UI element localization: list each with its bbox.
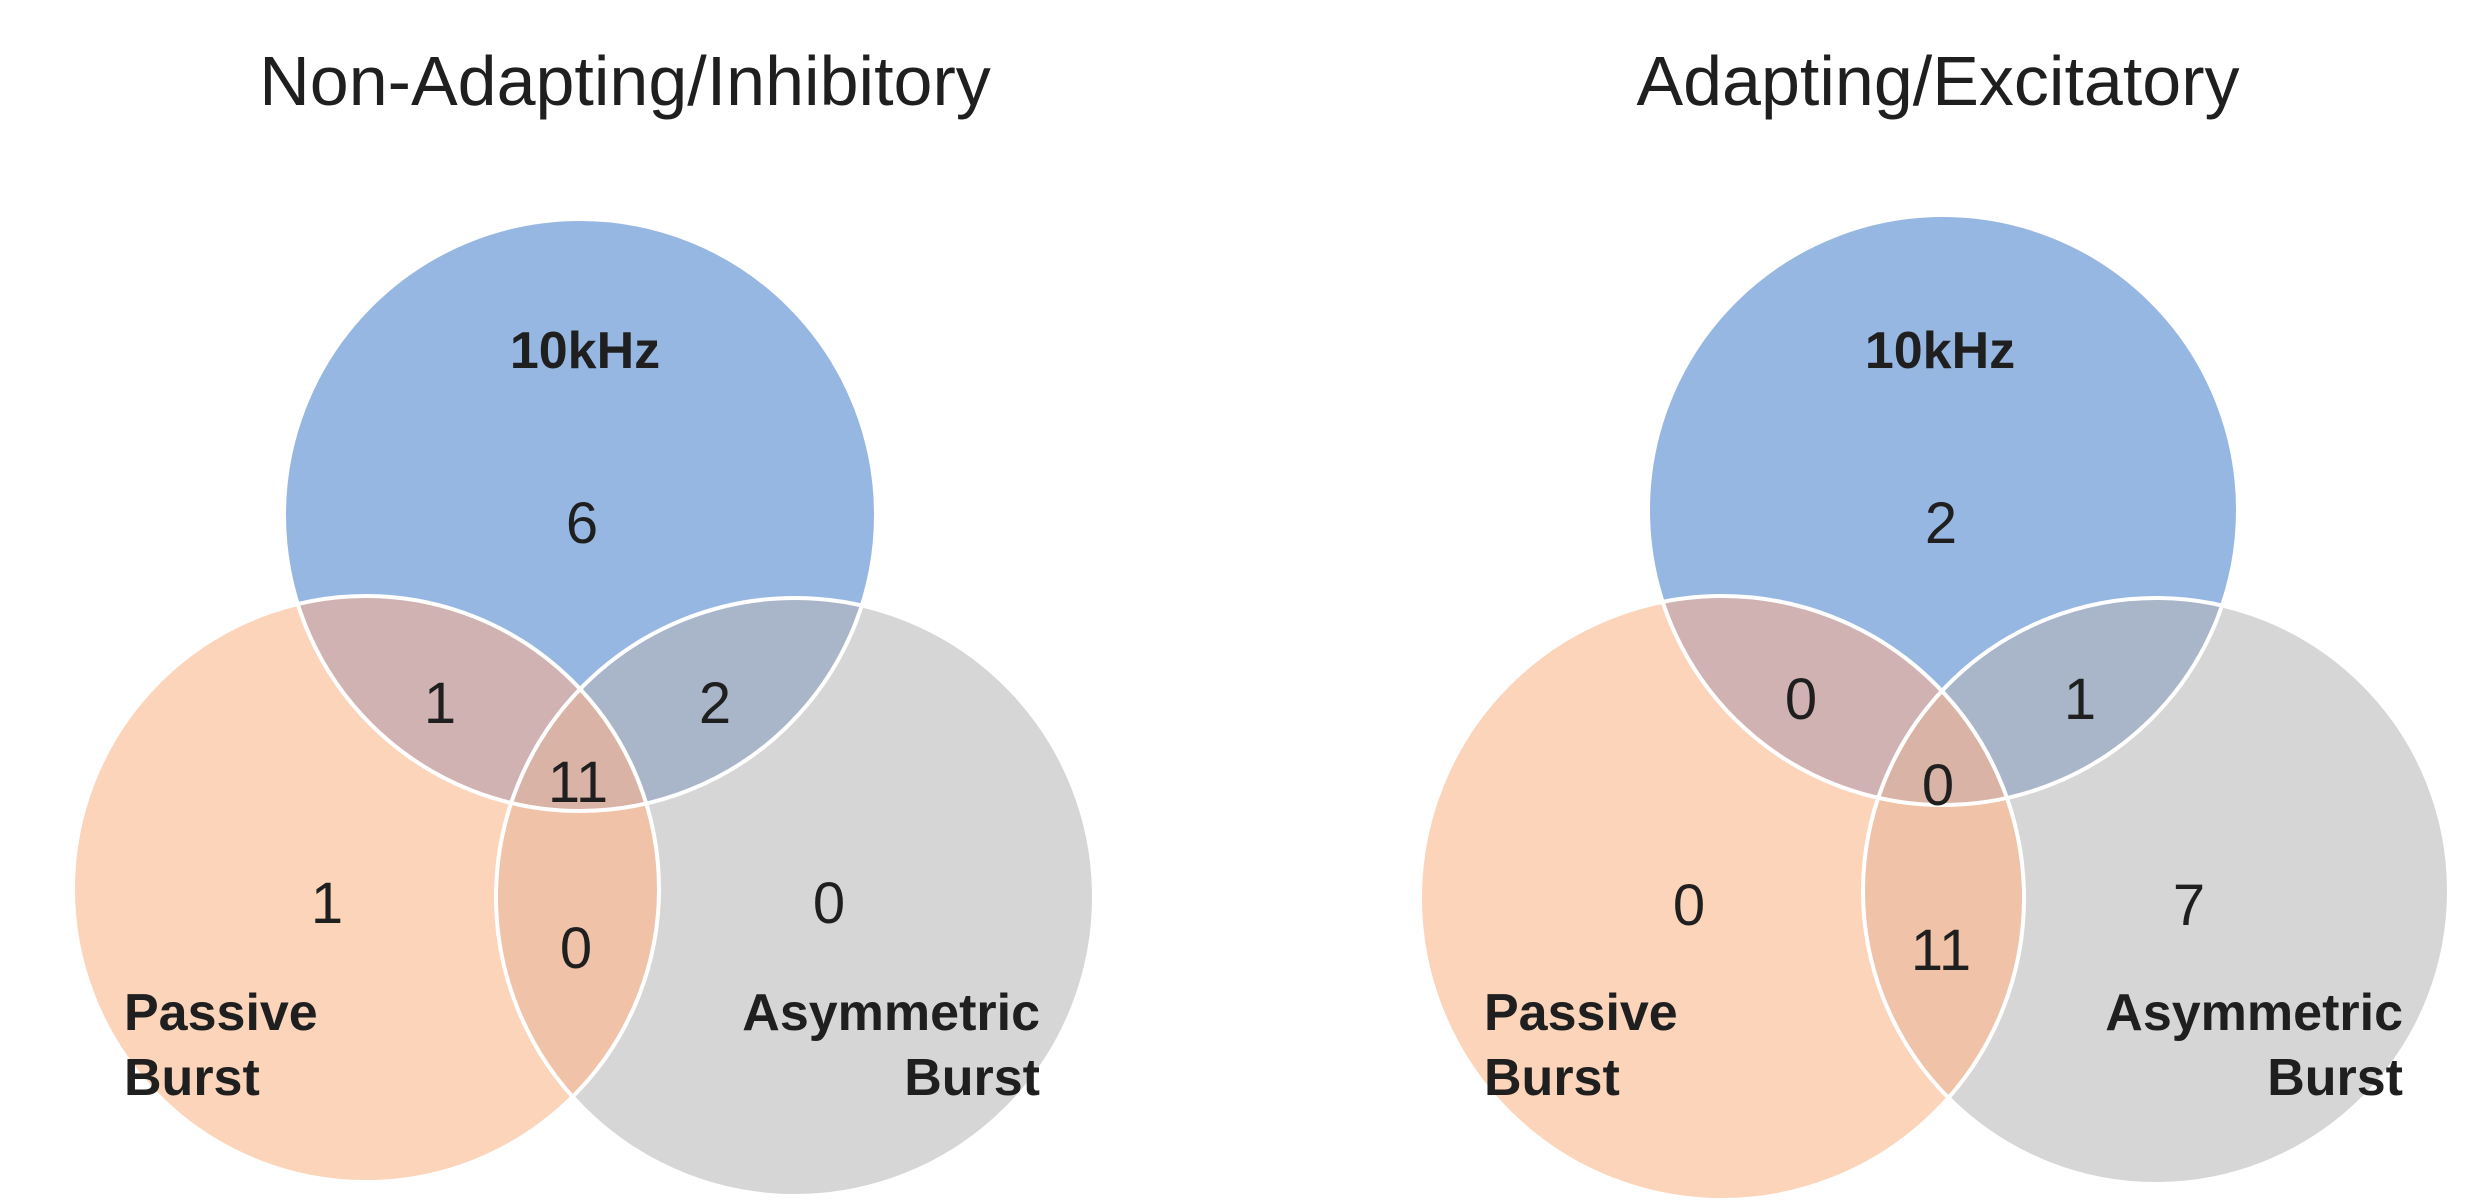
count-asymmetric-only: 0: [813, 871, 845, 936]
count-10khz-asymmetric: 2: [699, 671, 731, 736]
circle-outline-10khz: [282, 217, 878, 813]
count-passive-asymmetric: 11: [1911, 918, 1971, 983]
set-label-asymmetric-line1: Asymmetric: [2105, 984, 2403, 1042]
overlap-10khz-asymmetric: [496, 598, 876, 811]
set-label-passive-line1: Passive: [124, 984, 318, 1042]
count-10khz-passive: 0: [1785, 667, 1817, 732]
overlap-10khz-passive: [284, 596, 659, 811]
count-10khz-asymmetric: 1: [2064, 667, 2096, 732]
set-label-passive-line2: Burst: [1484, 1049, 1620, 1107]
set-label-asymmetric-line2: Burst: [904, 1049, 1040, 1107]
set-label-10khz: 10kHz: [1865, 322, 2015, 380]
venn-panel-non-adapting-inhibitory: Non-Adapting/Inhibitory 10kHz Passive Bu…: [71, 42, 1096, 1198]
count-passive-only: 1: [311, 871, 343, 936]
panel-title: Adapting/Excitatory: [1636, 42, 2239, 120]
circle-outline-asymmetric: [494, 596, 1096, 1198]
count-all-three: 0: [1922, 753, 1954, 818]
count-10khz-passive: 1: [424, 671, 456, 736]
set-label-passive-line2: Burst: [124, 1049, 260, 1107]
set-label-asymmetric-line2: Burst: [2267, 1049, 2403, 1107]
circle-outline-passive: [71, 594, 661, 1184]
overlap-10khz-asymmetric: [1863, 598, 2238, 805]
count-passive-asymmetric: 0: [560, 916, 592, 981]
count-10khz-only: 2: [1925, 491, 1957, 556]
circle-outline-asymmetric: [1861, 596, 2451, 1186]
count-all-three: 11: [548, 750, 608, 815]
venn-panel-adapting-excitatory: Adapting/Excitatory 10kHz Passive Burst …: [1418, 42, 2451, 1200]
panel-title: Non-Adapting/Inhibitory: [259, 42, 991, 120]
circle-outline-passive: [1418, 594, 2026, 1200]
circle-outline-10khz: [1646, 213, 2240, 807]
set-label-asymmetric-line1: Asymmetric: [742, 984, 1040, 1042]
count-asymmetric-only: 7: [2173, 873, 2205, 938]
overlap-10khz-passive: [1648, 596, 2024, 805]
set-label-10khz: 10kHz: [510, 322, 660, 380]
count-10khz-only: 6: [566, 491, 598, 556]
set-label-passive-line1: Passive: [1484, 984, 1678, 1042]
count-passive-only: 0: [1673, 873, 1705, 938]
